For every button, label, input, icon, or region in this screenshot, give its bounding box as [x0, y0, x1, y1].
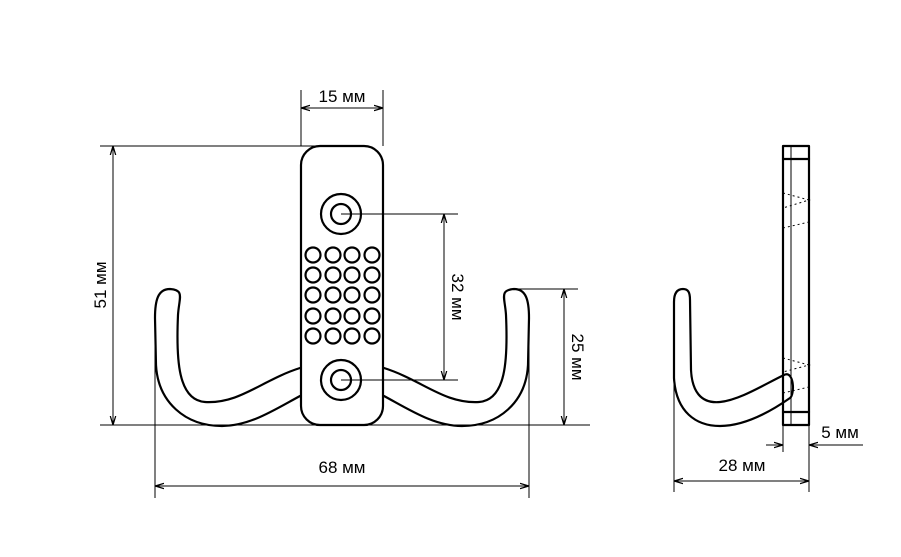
decorative-dot: [304, 327, 322, 345]
side-hidden-screw-lines: [782, 192, 811, 394]
left-hook-arm: [153, 287, 302, 428]
side-plate: [781, 144, 811, 427]
decorative-dot: [363, 327, 381, 345]
decorative-dot: [343, 307, 361, 325]
side-view: [672, 144, 811, 428]
decorative-dot: [324, 266, 342, 284]
decorative-dot: [324, 327, 342, 345]
dim-hook-height-label: 25 мм: [568, 333, 587, 380]
side-dimensions: 28 мм 5 мм: [673, 378, 863, 492]
front-dimensions: 15 мм 51 мм 32 мм 25 мм 68 мм: [91, 87, 590, 498]
side-hook: [672, 287, 795, 428]
decorative-dot: [304, 307, 322, 325]
decorative-dot: [363, 307, 381, 325]
decorative-dot: [324, 307, 342, 325]
decorative-dot: [343, 286, 361, 304]
decorative-dot: [304, 246, 322, 264]
decorative-dot: [363, 246, 381, 264]
decorative-dot: [343, 327, 361, 345]
dim-width-top-label: 15 мм: [318, 87, 365, 106]
dim-plate-thickness-label: 5 мм: [821, 423, 859, 442]
decorative-dot: [363, 266, 381, 284]
decorative-dot: [363, 286, 381, 304]
dim-depth-label: 28 мм: [718, 456, 765, 475]
decorative-dot: [304, 286, 322, 304]
decorative-dot: [343, 246, 361, 264]
decorative-dot: [304, 266, 322, 284]
dim-total-width-label: 68 мм: [318, 458, 365, 477]
decorative-dot: [324, 286, 342, 304]
decorative-dot: [324, 246, 342, 264]
dim-hole-spacing-label: 32 мм: [448, 273, 467, 320]
decorative-dot: [343, 266, 361, 284]
front-view: [153, 144, 531, 428]
dim-total-height-label: 51 мм: [91, 261, 110, 308]
mounting-plate: [299, 144, 385, 427]
decorative-dots: [304, 246, 381, 345]
